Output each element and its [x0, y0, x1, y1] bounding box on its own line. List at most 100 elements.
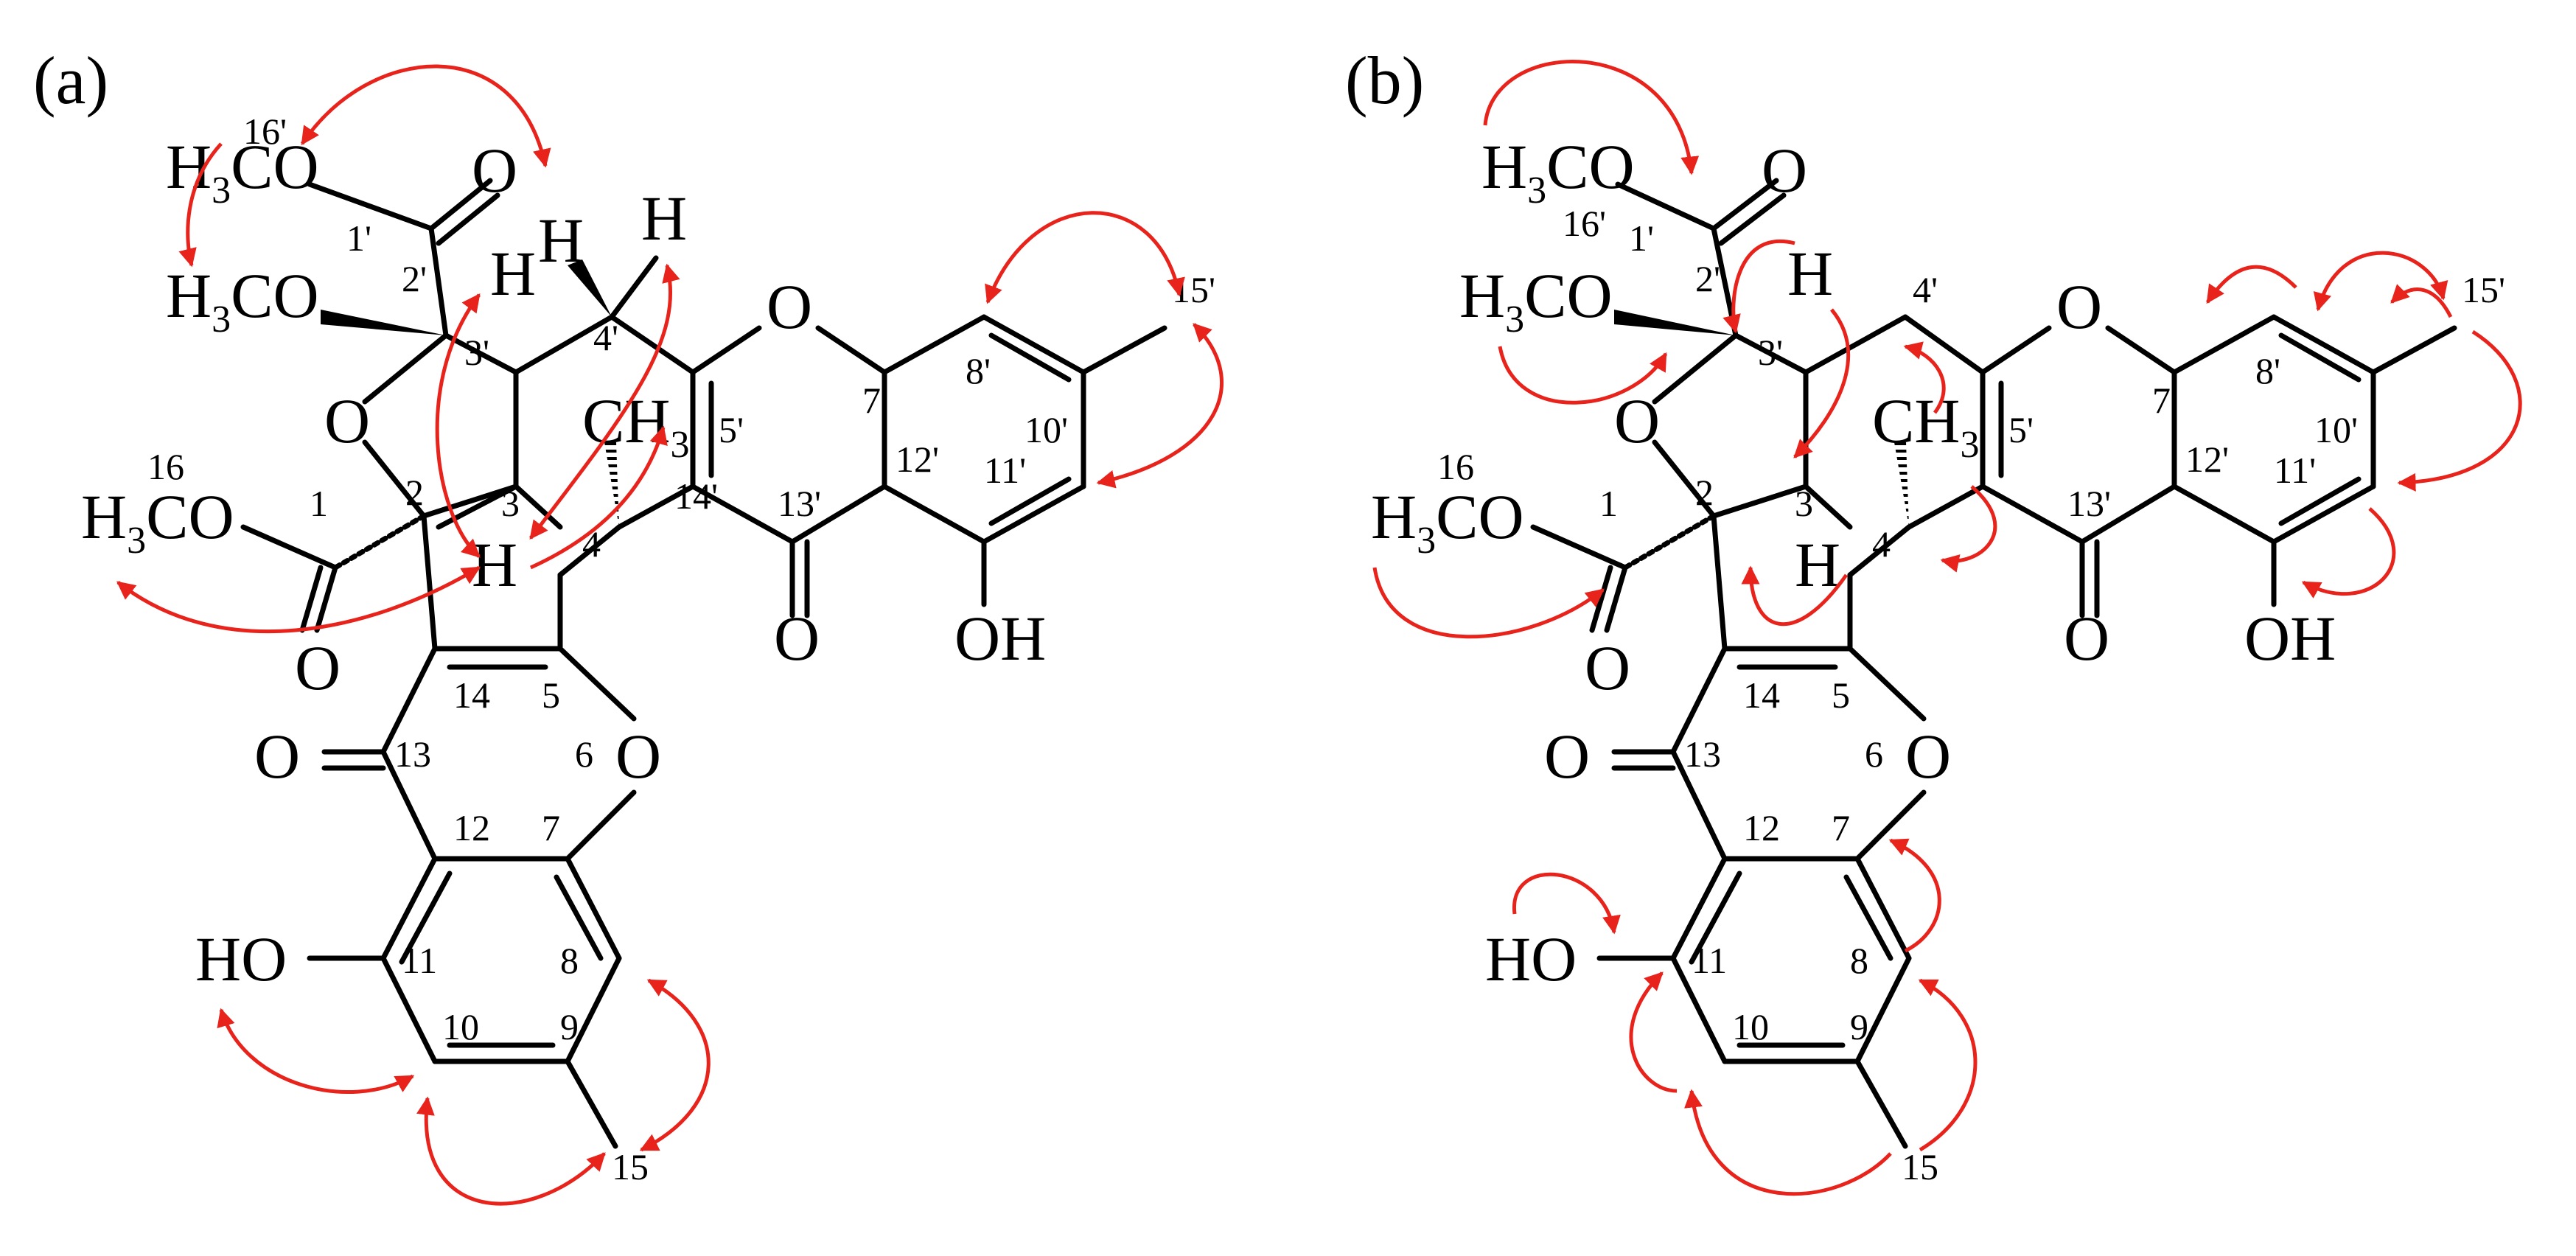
locant: 9: [1850, 1006, 1868, 1047]
hydrogen-4p-b: H: [641, 183, 687, 254]
bond: [399, 871, 453, 965]
hashed-bond: [1622, 513, 1717, 571]
methoxy-2p: H3CO: [1459, 260, 1613, 341]
bond: [1733, 332, 1809, 375]
bond: [2271, 314, 2376, 375]
locant: 2': [1695, 258, 1720, 299]
locant: 7: [1832, 807, 1850, 848]
locant: 11': [984, 450, 1026, 491]
bond: [981, 484, 1086, 545]
hydrogen-3: H: [472, 529, 517, 600]
bond: [1854, 1058, 1908, 1149]
panel-b-correlation-arrows: [1372, 59, 2522, 1196]
carbonyl-oxygen-1p: O: [472, 135, 517, 206]
bond: [1670, 646, 1728, 755]
bond: [421, 513, 438, 652]
locant: 12': [2185, 439, 2229, 480]
correlation-arrow: [639, 978, 711, 1152]
correlation-arrow: [1793, 308, 1851, 458]
correlation-arrow: [529, 263, 680, 540]
correlation-arrow: [2397, 329, 2522, 492]
locant: 13: [394, 733, 431, 775]
bond: [609, 255, 659, 320]
methyl-ch3: CH3: [1872, 385, 1979, 466]
bond: [882, 314, 987, 375]
bond: [362, 439, 427, 519]
bond: [1843, 874, 1893, 961]
bond: [1980, 325, 2052, 375]
bond: [307, 181, 434, 231]
hydroxyl-left: HO: [195, 924, 287, 994]
locant: 14': [674, 475, 718, 517]
bond: [1902, 314, 1986, 375]
bond: [2278, 332, 2362, 383]
hydrogen-3p: H: [1787, 238, 1833, 309]
correlation-arrow: [178, 142, 223, 268]
locant: 2': [402, 258, 427, 299]
locant: 3: [1795, 483, 1813, 524]
correlation-arrow: [985, 211, 1185, 304]
carbonyl-oxygen-1: O: [1585, 632, 1630, 703]
bond: [690, 484, 795, 545]
bond: [1847, 646, 1927, 722]
panel-b-bonds: [1530, 178, 2457, 1149]
locant: 8': [2255, 350, 2280, 391]
locant: 13: [1684, 733, 1721, 775]
locant: 3': [1758, 332, 1783, 373]
locant: 3: [501, 483, 520, 524]
carbonyl-oxygen-13p: O: [2064, 603, 2109, 674]
bond: [565, 955, 622, 1064]
locant: 8': [966, 350, 991, 391]
locant: 10': [1025, 409, 1068, 450]
locant: 1': [1629, 217, 1654, 259]
locant: 7': [2152, 380, 2177, 421]
bond: [1906, 484, 1986, 530]
correlation-arrow: [529, 425, 668, 570]
bond: [565, 789, 637, 862]
bond: [380, 749, 438, 862]
bond: [362, 332, 449, 405]
bond: [1604, 565, 1628, 633]
bond: [1803, 484, 1853, 530]
hydroxyl-right: OH: [2244, 603, 2336, 674]
locant: 15': [2462, 269, 2505, 310]
pyran-oxygen-right: O: [767, 271, 812, 342]
locant: 10: [442, 1006, 479, 1047]
bond: [988, 476, 1072, 526]
bond: [1652, 439, 1717, 519]
locant: 2: [405, 472, 424, 513]
carbonyl-oxygen-13p: O: [774, 603, 820, 674]
locant: 9: [560, 1006, 579, 1047]
bond: [2171, 314, 2277, 375]
bond: [1711, 178, 1779, 231]
locant: 1': [346, 217, 371, 259]
bond: [2079, 484, 2177, 545]
carbonyl-oxygen-13: O: [1544, 721, 1590, 792]
methyl-ch3: CH3: [582, 385, 689, 466]
methoxy-16: H3CO: [1371, 481, 1524, 562]
bond: [1854, 955, 1912, 1064]
correlation-arrow: [1888, 838, 1941, 953]
locant: 12': [896, 439, 939, 480]
locant: 6: [575, 733, 593, 775]
correlation-arrow: [1512, 872, 1621, 935]
bond: [1615, 181, 1717, 231]
panel-b-locants: 16' 1' 2' 3' 4' 5' 7' 8' 15' 12' 10' 11'…: [1437, 203, 2505, 1187]
correlation-arrow: [416, 1096, 606, 1206]
bond: [554, 874, 604, 961]
locant: 15: [1902, 1146, 1938, 1187]
methoxy-16: H3CO: [81, 481, 234, 562]
pyran-oxygen-right: O: [2056, 271, 2102, 342]
bond: [815, 325, 887, 375]
bond: [1803, 314, 1908, 375]
locant: 10': [2314, 409, 2358, 450]
correlation-arrow: [1096, 323, 1224, 489]
locant: 4': [1913, 269, 1938, 310]
bond: [1530, 524, 1628, 571]
panel-a-atom-labels: H3CO O H3CO O H3CO O H H H H CH3 O O OH …: [81, 131, 1046, 994]
panel-b-atom-labels: H3CO O H3CO O H3CO O H H CH3 O O OH O O …: [1371, 131, 2336, 994]
hydrogen-3p: H: [490, 238, 536, 309]
locant: 15: [612, 1146, 649, 1187]
hydrogen-3: H: [1795, 529, 1840, 600]
